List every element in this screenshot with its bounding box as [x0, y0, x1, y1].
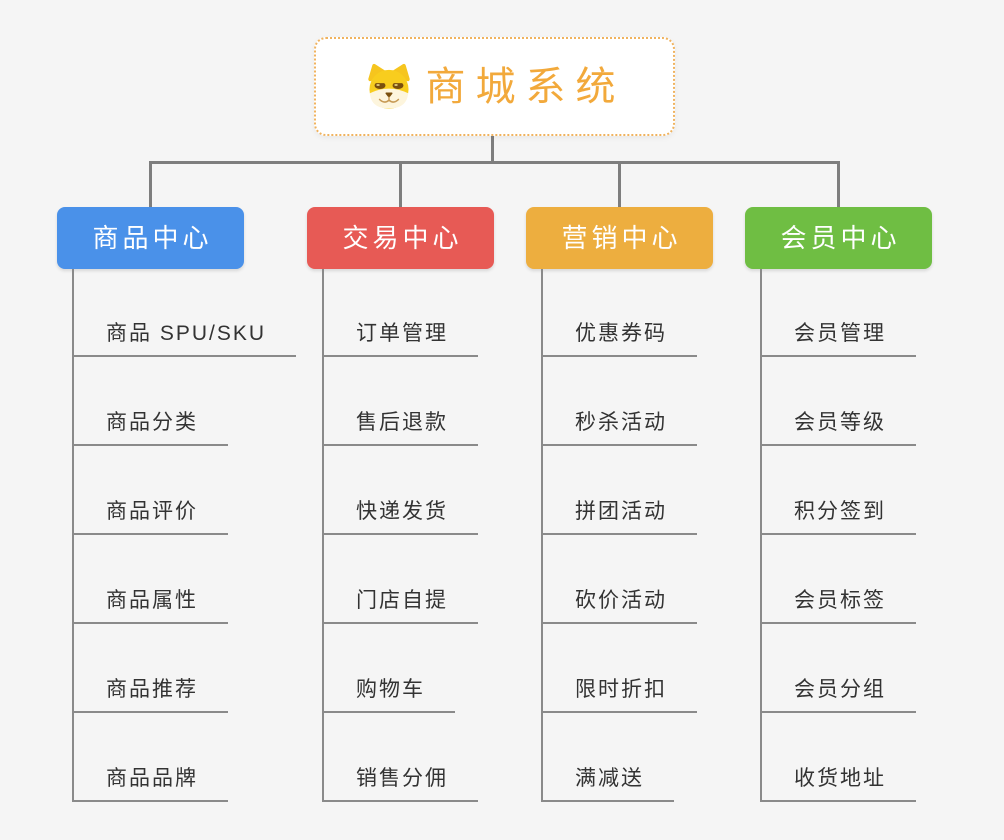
- child-node[interactable]: 积分签到: [760, 498, 916, 535]
- child-node[interactable]: 商品评价: [72, 498, 228, 535]
- child-node[interactable]: 购物车: [322, 676, 455, 713]
- connector-branch-drop: [149, 161, 152, 209]
- child-node[interactable]: 售后退款: [322, 409, 478, 446]
- connector-root-drop: [491, 136, 494, 163]
- child-node[interactable]: 会员等级: [760, 409, 916, 446]
- branch-label: 会员中心: [780, 223, 901, 253]
- connector-branch-drop: [399, 161, 402, 209]
- branch-children-line: [72, 269, 74, 802]
- child-node[interactable]: 商品属性: [72, 587, 228, 624]
- connector-branch-drop: [837, 161, 840, 209]
- child-node[interactable]: 订单管理: [322, 320, 478, 357]
- branch-node-marketing-center[interactable]: 营销中心: [526, 207, 713, 269]
- child-node[interactable]: 会员管理: [760, 320, 916, 357]
- child-node[interactable]: 满减送: [541, 765, 674, 802]
- branch-node-trade-center[interactable]: 交易中心: [307, 207, 494, 269]
- child-node[interactable]: 砍价活动: [541, 587, 697, 624]
- branch-node-member-center[interactable]: 会员中心: [745, 207, 932, 269]
- child-node[interactable]: 限时折扣: [541, 676, 697, 713]
- child-node[interactable]: 拼团活动: [541, 498, 697, 535]
- child-node[interactable]: 快递发货: [322, 498, 478, 535]
- branch-label: 交易中心: [342, 223, 463, 253]
- branch-children-line: [541, 269, 543, 802]
- child-node[interactable]: 秒杀活动: [541, 409, 697, 446]
- branch-children-line: [322, 269, 324, 802]
- child-node[interactable]: 会员标签: [760, 587, 916, 624]
- child-node[interactable]: 商品品牌: [72, 765, 228, 802]
- branch-children-line: [760, 269, 762, 802]
- dog-face-icon: [367, 63, 410, 109]
- child-node[interactable]: 商品分类: [72, 409, 228, 446]
- connector-crossbar: [149, 161, 840, 164]
- branch-label: 商品中心: [92, 223, 213, 253]
- child-node[interactable]: 商品 SPU/SKU: [72, 320, 297, 357]
- branch-label: 营销中心: [561, 223, 682, 253]
- child-node[interactable]: 收货地址: [760, 765, 916, 802]
- branch-node-product-center[interactable]: 商品中心: [57, 207, 244, 269]
- connector-branch-drop: [618, 161, 621, 209]
- child-node[interactable]: 会员分组: [760, 676, 916, 713]
- child-node[interactable]: 商品推荐: [72, 676, 228, 713]
- child-node[interactable]: 优惠券码: [541, 320, 697, 357]
- child-node[interactable]: 销售分佣: [322, 765, 478, 802]
- child-node[interactable]: 门店自提: [322, 587, 478, 624]
- root-node[interactable]: 商城系统: [314, 37, 675, 136]
- root-title: 商城系统: [425, 64, 626, 109]
